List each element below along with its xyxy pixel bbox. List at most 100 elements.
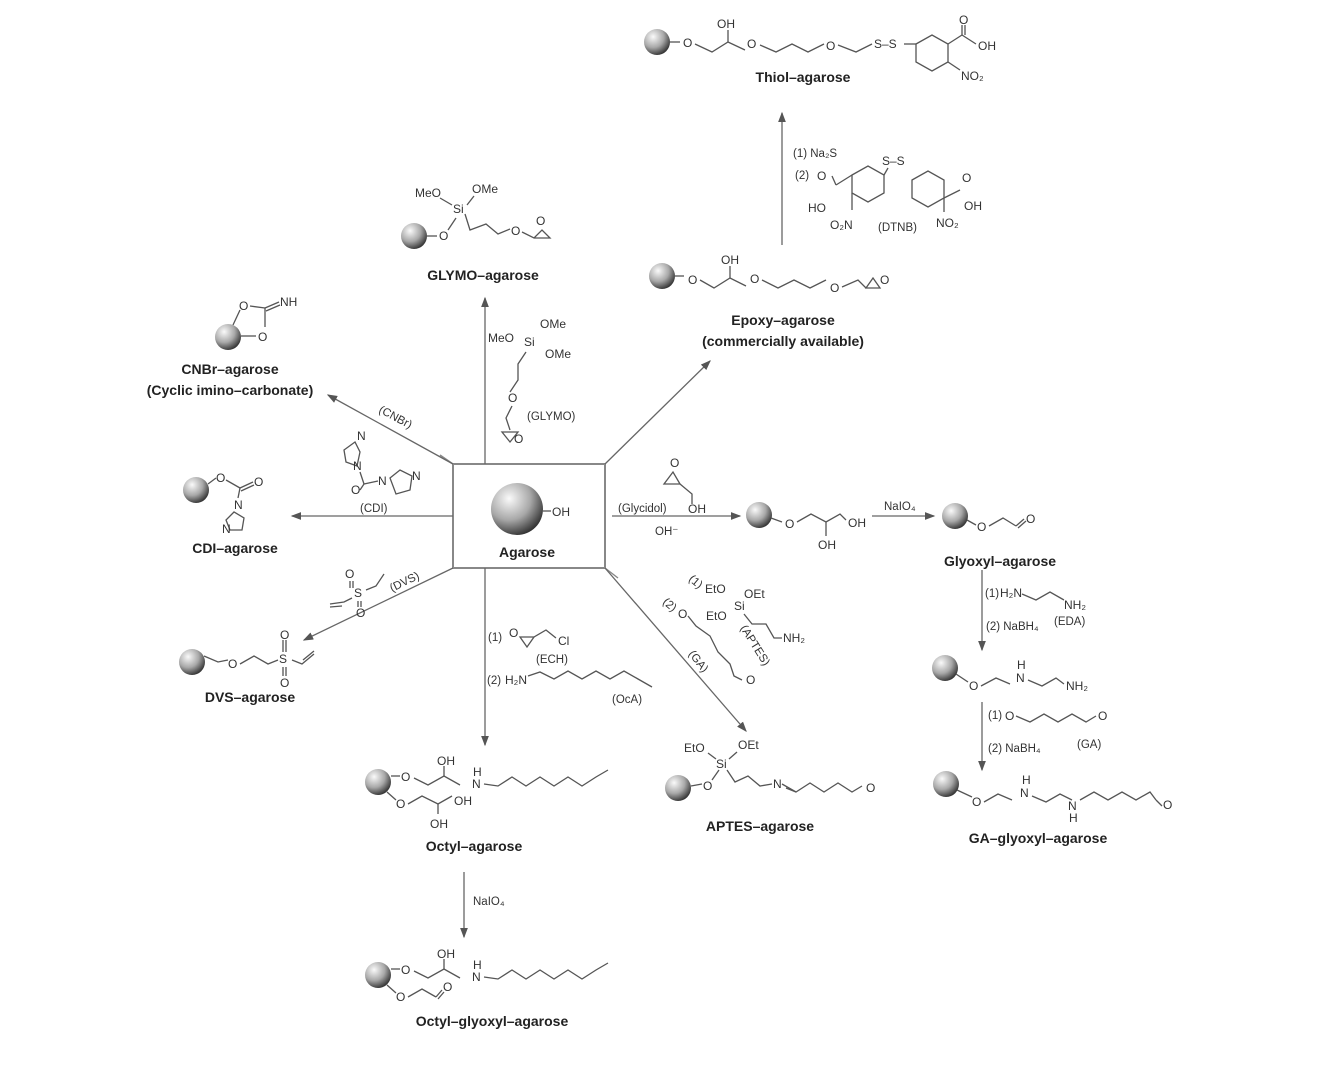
atom-label: N [222,522,231,536]
atom-label: O [509,626,518,640]
chemical-bond [690,783,703,787]
atom-label: (1) [686,573,705,591]
atom-label: O [396,990,405,1004]
atom-label: N [357,429,366,443]
atom-label: N [1020,786,1029,800]
chemical-bond [329,605,343,608]
atom-label: S–S [882,154,905,168]
chemical-bond [386,984,397,994]
chemical-bond [943,189,961,199]
atom-label: MeO [488,331,514,345]
atom-label: O₂N [830,218,853,232]
atom-label: O [1163,798,1172,812]
atom-label: OH [717,17,735,31]
atom-label: EtO [706,609,727,623]
atom-label: S [354,586,362,600]
atom-label: O [670,456,679,470]
atom-label: (GA) [1077,739,1101,751]
atom-label: H [1017,658,1026,672]
atom-label: Si [716,757,727,771]
atom-label: N [353,459,362,473]
chemical-bond [265,304,281,312]
chemical-bond [915,34,949,72]
atom-label: (EDA) [1054,616,1085,628]
chemical-bond [707,752,717,760]
atom-label: NO₂ [936,216,959,230]
chemical-bond [518,636,536,649]
atom-label: Cl [558,634,569,648]
atom-label: O [514,432,523,446]
atom-label: (GA) [686,648,711,675]
chemical-bond [407,795,453,805]
atom-label: O [880,273,889,287]
atom-label: NH₂ [1064,598,1086,612]
atom-label: (2) NaBH₄ [986,621,1039,633]
chemical-bond [694,41,746,53]
atom-label: OH [454,794,472,808]
octyl-reagents: (1) O Cl (ECH) (2) H₂N (OcA) [487,626,653,706]
chemical-bond [699,277,747,289]
chemical-bond [239,481,254,489]
atom-label: OMe [472,182,498,196]
agarose-label: Agarose [499,544,555,560]
bead-icon [644,29,670,55]
reaction-arrows [290,111,986,939]
eda-agarose-intermediate: O H N NH₂ [932,655,1088,693]
atom-label: O [511,224,520,238]
chemical-bond [1155,799,1163,807]
chemical-bond [785,787,797,793]
atom-label: O [817,169,826,183]
epoxy-agarose-title: Epoxy–agarose [731,312,835,328]
chemical-bond [232,309,241,326]
atom-label: (1) [988,710,1002,722]
atom-label: N [234,498,243,512]
chemical-bond [483,962,609,980]
aptes-agarose-title: APTES–agarose [706,818,814,834]
atom-label: (GLYMO) [527,411,576,423]
atom-label: O [239,299,248,313]
bead-icon [179,649,205,675]
chemical-bond [983,793,1013,803]
bead-icon [933,771,959,797]
chemical-bond [359,483,365,491]
atom-label: O [1026,512,1035,526]
atom-label: (1) Na₂S [793,148,837,160]
chemical-bond [728,751,738,760]
atom-label: EtO [705,582,726,596]
chemical-bond [413,968,461,979]
atom-label: (CDI) [360,503,388,515]
chemical-bond [1021,591,1065,601]
atom-label: OH [848,516,866,530]
dvs-agarose-product: O S O O DVS–agarose [179,628,315,705]
atom-label: NH₂ [783,631,805,645]
chemical-bond [1015,518,1025,527]
atom-label: O [254,475,263,489]
chemical-bond [464,213,511,235]
atom-label: (ECH) [536,654,568,666]
chemical-bond [521,229,552,239]
atom-label: O [443,980,452,994]
atom-label: O [280,676,289,690]
epoxy-agarose-subtitle: (commercially available) [702,333,864,349]
chemical-bond [407,988,437,998]
atom-label: O [678,607,687,621]
aptes-agarose-product: O Si EtO OEt N O APTES–agarose [665,738,875,834]
ga-glyoxyl-agarose-title: GA–glyoxyl–agarose [969,830,1108,846]
atom-label: NO₂ [961,69,984,83]
atom-label: OH⁻ [655,526,678,538]
glymo-agarose-product: O Si MeO OMe O O GLYMO–agarose [401,182,552,283]
chemical-bond [662,470,682,485]
atom-label: O [866,781,875,795]
chemical-bond [955,673,969,683]
cdi-agarose-product: O O N N CDI–agarose [183,471,278,556]
thiol-agarose-title: Thiol–agarose [756,69,851,85]
atom-label: H₂N [505,673,527,687]
chemical-bond [687,615,743,681]
atom-label: O [746,673,755,687]
atom-label: H [473,958,482,972]
agarose-oh-label: OH [552,505,570,519]
chemical-bond [203,655,229,663]
chemical-bond [264,301,280,309]
atom-label: OH [818,538,836,552]
